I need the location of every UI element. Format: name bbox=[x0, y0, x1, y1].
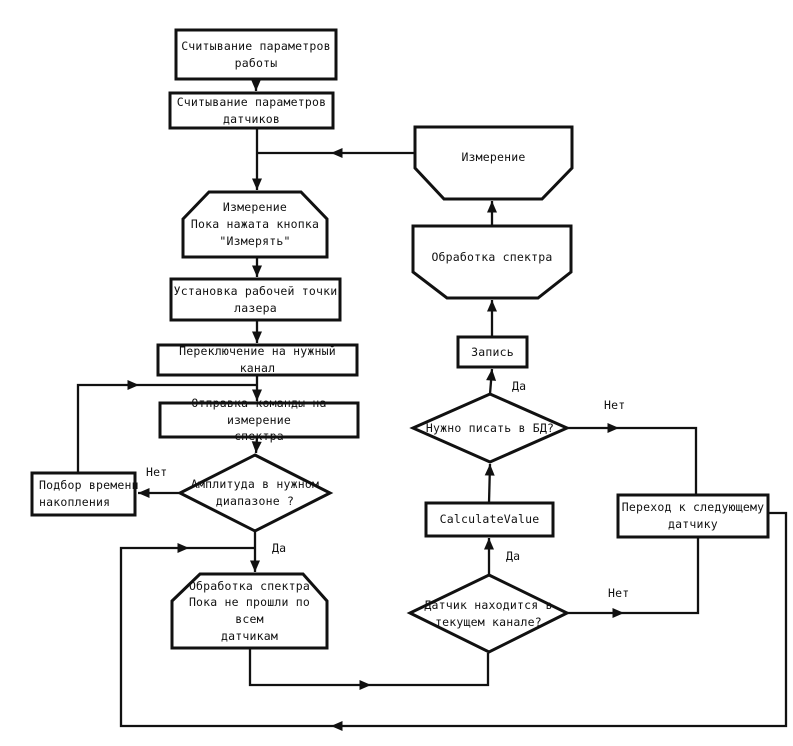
node-process-loop-shape bbox=[170, 572, 329, 650]
edge-db-yes-write bbox=[486, 368, 497, 395]
node-amplitude-ok-shape bbox=[176, 453, 334, 533]
edge-tunetime-return-arrow bbox=[76, 380, 139, 473]
edge-processloop-sensordiamond-arrow bbox=[248, 648, 371, 690]
edge-bottomloop-up-right bbox=[119, 543, 331, 728]
edge-processloop-sensordiamond-tail bbox=[371, 653, 490, 687]
node-calculate-value-shape bbox=[424, 501, 555, 538]
node-switch-channel-shape bbox=[156, 343, 359, 377]
node-sensor-in-channel-shape bbox=[406, 573, 571, 654]
node-read-sensor-params-shape bbox=[168, 91, 335, 130]
node-measure-end-shape bbox=[413, 125, 574, 201]
node-set-laser-point-shape bbox=[169, 277, 342, 322]
node-write-shape bbox=[456, 335, 529, 369]
edge-db-no-tail bbox=[619, 426, 698, 494]
edge-sensor-no-tail bbox=[624, 538, 700, 615]
node-need-db-write-shape bbox=[409, 392, 571, 464]
node-next-sensor-shape bbox=[616, 493, 770, 539]
node-measure-loop-shape bbox=[181, 190, 329, 259]
edge-nextsensor-bottomloop-left bbox=[331, 511, 788, 731]
edge-calcvalue-dbdiamond bbox=[484, 463, 495, 504]
node-send-measure-cmd-shape bbox=[158, 401, 360, 439]
node-tune-accum-time-shape bbox=[30, 471, 137, 517]
edge-sendcmd-amplitude bbox=[251, 436, 262, 454]
node-read-work-params-shape bbox=[174, 28, 338, 81]
node-process-spectrum-end-shape bbox=[411, 224, 573, 300]
